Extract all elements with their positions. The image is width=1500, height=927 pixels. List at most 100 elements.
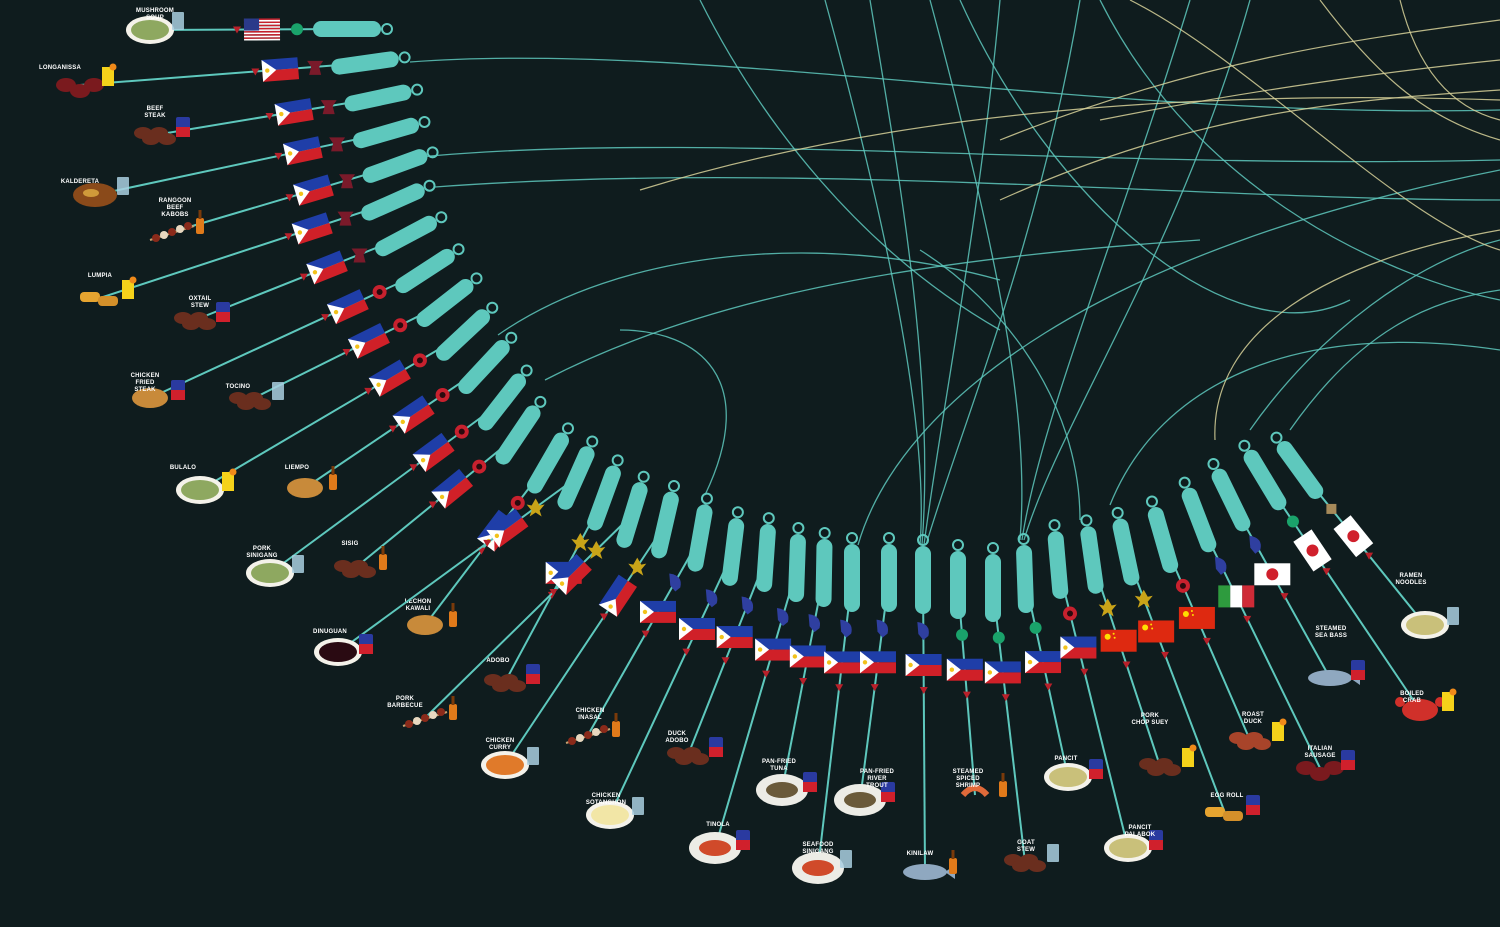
connector-icon bbox=[599, 613, 608, 621]
connector-icon bbox=[321, 314, 330, 322]
connection-curve bbox=[1319, 0, 1500, 141]
ring-icon bbox=[423, 179, 436, 192]
dish-label: ADOBO bbox=[486, 658, 509, 664]
connector-icon bbox=[799, 677, 808, 685]
pod-shape bbox=[375, 215, 437, 257]
dish-chain: KINILAW bbox=[903, 534, 957, 880]
connection-curve bbox=[923, 0, 1001, 546]
pod-shape bbox=[1147, 507, 1179, 573]
connector-icon bbox=[284, 233, 293, 241]
dish-chain: PANCIT bbox=[1016, 533, 1103, 791]
meat-cut-icon bbox=[307, 60, 324, 75]
connection-curve bbox=[619, 329, 727, 496]
fried-icon bbox=[407, 615, 443, 635]
flag-icon bbox=[550, 554, 592, 595]
chain-string bbox=[1230, 499, 1331, 679]
plate-icon bbox=[689, 832, 741, 864]
connector-icon bbox=[342, 348, 351, 356]
chain-string bbox=[1024, 578, 1069, 778]
connector-icon bbox=[265, 113, 274, 121]
meat-icon bbox=[484, 674, 526, 692]
rosette-icon bbox=[510, 495, 525, 510]
cream-bowl-icon bbox=[586, 801, 634, 829]
chain-string bbox=[587, 537, 701, 736]
pod-shape bbox=[416, 278, 474, 328]
cake-icon bbox=[1326, 503, 1337, 514]
ring-icon bbox=[883, 532, 895, 544]
connector-icon bbox=[1280, 593, 1289, 601]
water-glass-icon bbox=[1047, 844, 1059, 862]
flag-icon bbox=[859, 651, 896, 674]
dish-label: TOCINO bbox=[226, 384, 251, 390]
flag-icon bbox=[984, 661, 1021, 684]
connection-curve bbox=[929, 0, 1023, 541]
connector-icon bbox=[483, 539, 492, 547]
flag-icon bbox=[347, 322, 390, 359]
connection-curve bbox=[1099, 0, 1500, 301]
chain-string bbox=[154, 97, 379, 136]
green-dot-icon bbox=[992, 631, 1005, 644]
skewers-icon bbox=[565, 725, 611, 745]
rolls-icon bbox=[80, 292, 118, 306]
pod-shape bbox=[458, 339, 510, 395]
water-glass-icon bbox=[632, 797, 644, 815]
soup-bowl-icon bbox=[176, 476, 224, 504]
meat-icon bbox=[174, 312, 216, 330]
dish-chain: DINUGUAN bbox=[313, 435, 599, 666]
ring-icon bbox=[917, 534, 929, 546]
ring-icon bbox=[1017, 533, 1030, 546]
flag-icon bbox=[824, 651, 861, 674]
leaf-icon bbox=[1134, 589, 1153, 608]
connection-curve bbox=[409, 57, 1500, 112]
ring-icon bbox=[762, 512, 775, 525]
connector-icon bbox=[364, 387, 373, 395]
rosette-icon bbox=[435, 388, 450, 403]
soda-can-icon bbox=[359, 634, 373, 654]
pod-shape bbox=[495, 405, 541, 465]
connector-icon bbox=[762, 670, 771, 678]
ring-icon bbox=[534, 395, 547, 408]
ring-icon bbox=[486, 301, 499, 314]
soda-can-icon bbox=[709, 737, 723, 757]
flag-icon bbox=[412, 432, 455, 472]
rosette-icon bbox=[1063, 606, 1078, 621]
flag-icon bbox=[946, 658, 983, 681]
meat-cut-icon bbox=[320, 100, 337, 115]
dish-chain: EGG ROLL bbox=[1111, 506, 1260, 821]
ring-icon bbox=[1111, 506, 1124, 519]
flag-icon bbox=[326, 289, 369, 325]
chain-string bbox=[171, 165, 396, 233]
flag-icon bbox=[1060, 636, 1097, 659]
connection-curves bbox=[409, 0, 1500, 546]
pod-shape bbox=[915, 546, 931, 614]
ring-icon bbox=[452, 243, 465, 256]
flag-icon bbox=[392, 395, 435, 434]
beer-bottle-icon bbox=[999, 773, 1007, 797]
dish-chain: KALDERETA bbox=[61, 115, 431, 207]
flag-icon bbox=[261, 57, 300, 82]
connection-curve bbox=[1399, 0, 1500, 121]
beer-bottle-icon bbox=[196, 210, 204, 234]
connection-curve bbox=[1214, 229, 1500, 441]
juice-glass-icon bbox=[122, 276, 137, 299]
ring-icon bbox=[1080, 514, 1093, 527]
rosette-icon bbox=[1175, 578, 1190, 593]
pod-shape bbox=[950, 551, 966, 619]
connector-icon bbox=[1202, 637, 1211, 645]
water-glass-icon bbox=[527, 747, 539, 765]
